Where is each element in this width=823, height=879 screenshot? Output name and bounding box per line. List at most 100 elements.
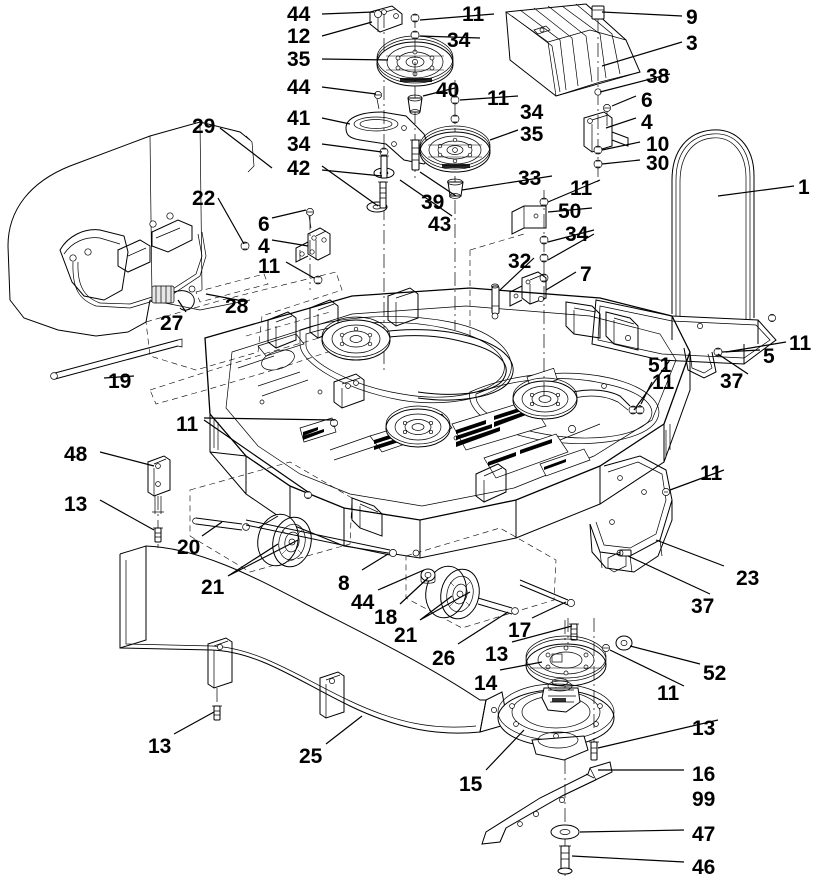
- part-17-bolt: [519, 579, 575, 607]
- part-15-spindle-housing: [497, 678, 615, 761]
- part-13-bolt-spindle-right: [589, 618, 599, 761]
- part-34-washer-50a: [539, 235, 549, 245]
- part-13-bolt-bottom: [212, 688, 222, 721]
- callout-41: 41: [287, 107, 311, 130]
- part-47-washer: [550, 824, 580, 840]
- callout-50: 50: [558, 200, 582, 223]
- callout-15: 15: [459, 773, 483, 796]
- callout-7: 7: [580, 263, 592, 286]
- callout-33: 33: [518, 167, 542, 190]
- part-11-nut-c: [568, 425, 576, 433]
- callout-34: 34: [565, 223, 589, 246]
- callout-11: 11: [570, 177, 593, 200]
- callout-4: 4: [641, 111, 653, 134]
- callout-21: 21: [201, 576, 225, 599]
- callout-11: 11: [462, 3, 485, 26]
- part-11-nut-mid: [450, 95, 460, 105]
- part-40-bushing: [407, 94, 423, 115]
- callout-43: 43: [428, 213, 452, 236]
- installed-pulley-right: [512, 377, 578, 420]
- callout-16: 16: [692, 763, 716, 786]
- callout-39: 39: [421, 191, 445, 214]
- callout-35: 35: [520, 123, 544, 146]
- callout-20: 20: [177, 536, 201, 559]
- callout-5: 5: [763, 345, 775, 368]
- callout-3: 3: [686, 32, 698, 55]
- part-20-axle: [192, 517, 250, 531]
- callout-37: 37: [691, 595, 715, 618]
- part-39-bolt: [410, 139, 421, 171]
- callout-99: 99: [692, 788, 716, 811]
- part-44-bolt-b: [412, 549, 420, 557]
- part-9-pin: [591, 5, 605, 182]
- callout-23: 23: [736, 567, 760, 590]
- callout-11: 11: [176, 413, 199, 436]
- callout-11: 11: [700, 462, 723, 485]
- callout-9: 9: [686, 6, 698, 29]
- part-32-pin: [491, 283, 500, 320]
- callout-46: 46: [692, 856, 716, 879]
- callout-51: 51: [648, 354, 672, 377]
- bottom-spindle-assembly: [481, 618, 633, 878]
- callout-48: 48: [64, 443, 88, 466]
- callout-44: 44: [287, 3, 311, 26]
- part-8-bolt: [245, 519, 397, 557]
- callout-19: 19: [108, 370, 132, 393]
- callout-34: 34: [520, 101, 544, 124]
- part-10-30-bracket: [583, 111, 629, 169]
- callout-13: 13: [148, 735, 172, 758]
- callout-1: 1: [798, 176, 810, 199]
- part-27-spring: [151, 285, 196, 311]
- callout-52: 52: [703, 662, 727, 685]
- part-52-washer: [615, 635, 633, 651]
- callout-13: 13: [692, 717, 716, 740]
- callout-34: 34: [287, 133, 311, 156]
- callout-12: 12: [287, 25, 311, 48]
- deck-right-side-23: [589, 455, 673, 573]
- callout-10: 10: [646, 133, 670, 156]
- part-1-hoop: [671, 129, 755, 320]
- callout-26: 26: [432, 647, 456, 670]
- part-18-spacer: [420, 568, 436, 584]
- part-4-bracket-left: [295, 208, 331, 290]
- callout-11: 11: [487, 87, 510, 110]
- callout-38: 38: [646, 65, 670, 88]
- part-25-roller-bar: [119, 545, 509, 734]
- part-3-chute: [505, 3, 641, 97]
- callout-11: 11: [789, 332, 812, 355]
- callout-34: 34: [447, 29, 471, 52]
- part-37-bolt: [616, 549, 632, 557]
- callout-28: 28: [225, 295, 249, 318]
- leader-lines: [99, 11, 795, 863]
- part-11-nut-d: [304, 491, 312, 499]
- installed-pulley-center: [385, 405, 451, 448]
- part-21-caster-left: [257, 513, 312, 568]
- part-11-nut-left: [313, 275, 323, 285]
- callout-22: 22: [192, 187, 216, 210]
- callout-25: 25: [299, 745, 323, 768]
- callout-32: 32: [508, 250, 532, 273]
- callout-47: 47: [692, 823, 716, 846]
- callout-17: 17: [508, 619, 532, 642]
- pulley-assembly-35-mid: [419, 80, 491, 330]
- part-16-blade: [481, 760, 613, 878]
- callout-8: 8: [338, 572, 350, 595]
- callout-42: 42: [287, 157, 311, 180]
- part-7-bracket: [509, 271, 547, 307]
- part-19-rod: [50, 338, 183, 380]
- callout-35: 35: [287, 48, 311, 71]
- installed-pulley-left: [321, 316, 391, 361]
- part-43-bolt: [378, 155, 389, 209]
- part-26-axle: [477, 597, 519, 615]
- callout-27: 27: [160, 312, 184, 335]
- part-34-washer-50b: [539, 253, 549, 263]
- callout-30: 30: [646, 152, 670, 175]
- callout-44: 44: [351, 591, 375, 614]
- callout-44: 44: [287, 76, 311, 99]
- part-48-bracket: [147, 455, 171, 514]
- part-6-bolt-right: [603, 104, 611, 126]
- part-46-bolt: [557, 845, 573, 875]
- part-34-washer-mid: [450, 114, 460, 124]
- callout-13: 13: [64, 493, 88, 516]
